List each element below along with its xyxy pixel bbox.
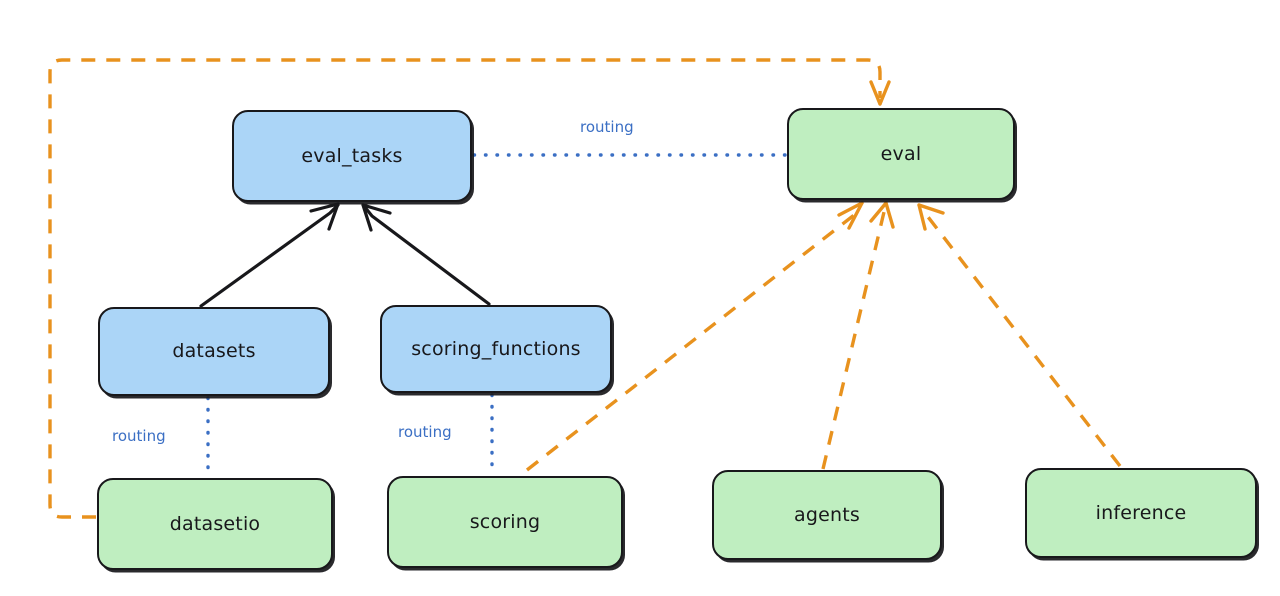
edge-datasets-to-eval_tasks	[199, 202, 340, 308]
edge-inference-to-eval	[917, 203, 1122, 468]
node-eval-tasks[interactable]: eval_tasks	[232, 110, 472, 202]
node-scoring-functions[interactable]: scoring_functions	[380, 305, 612, 393]
node-datasets[interactable]: datasets	[98, 307, 330, 396]
edge-agents-to-eval	[821, 201, 895, 470]
node-label: scoring	[469, 510, 541, 533]
edge-scoring_functions-to-eval_tasks	[361, 203, 491, 306]
node-label: eval_tasks	[301, 144, 403, 167]
edge-label-routing-eval-tasks-eval: routing	[580, 118, 634, 136]
node-label: agents	[794, 503, 860, 526]
node-eval[interactable]: eval	[787, 108, 1015, 200]
node-label: datasetio	[169, 512, 261, 535]
node-label: datasets	[172, 340, 256, 363]
node-label: inference	[1095, 501, 1187, 524]
node-datasetio[interactable]: datasetio	[97, 478, 333, 570]
edge-label-routing-scoring-functions-scoring: routing	[398, 423, 452, 441]
node-scoring[interactable]: scoring	[387, 476, 623, 568]
node-label: eval	[880, 142, 922, 165]
edge-label-routing-datasets-datasetio: routing	[112, 427, 166, 445]
node-agents[interactable]: agents	[712, 470, 942, 560]
node-inference[interactable]: inference	[1025, 468, 1257, 558]
node-label: scoring_functions	[411, 337, 581, 360]
